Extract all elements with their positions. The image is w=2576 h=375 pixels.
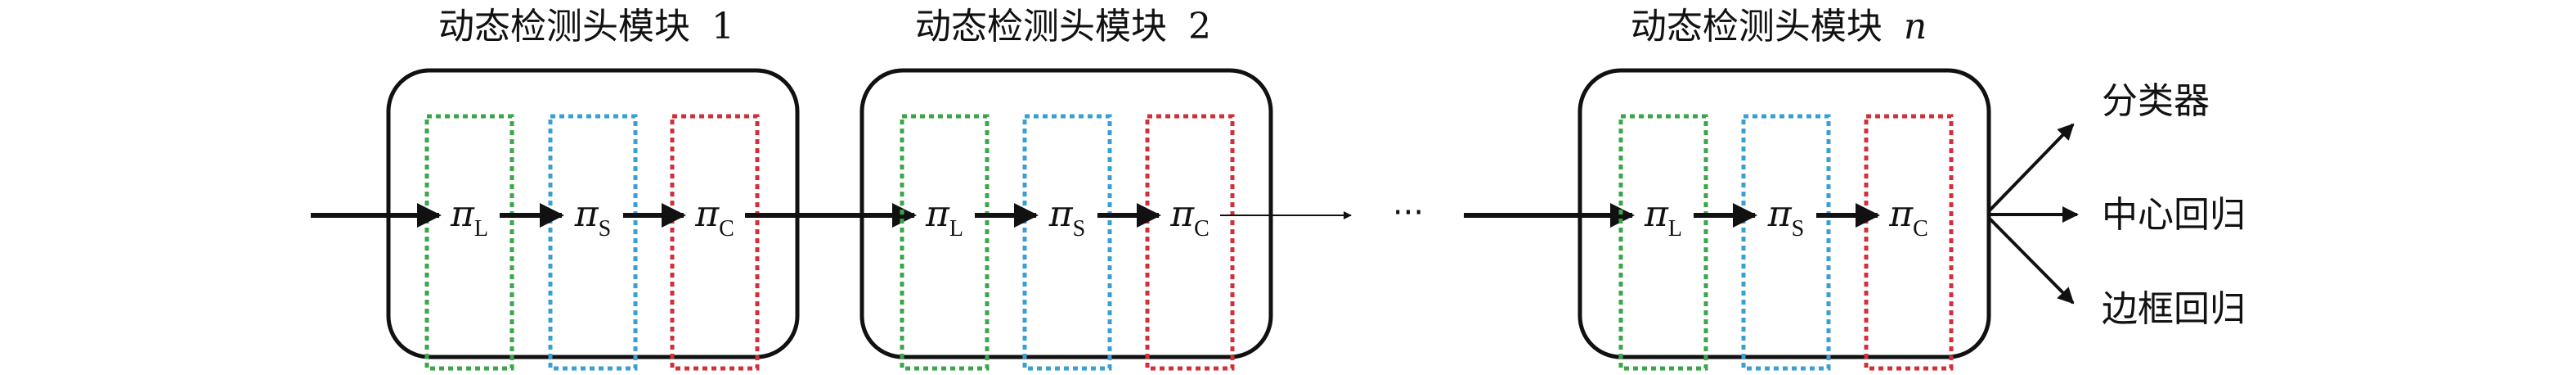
module-n-block-channel — [1864, 114, 1954, 371]
module-2-label-channel: πC — [1169, 193, 1209, 242]
module-n-title-index: n — [1904, 6, 1927, 47]
output-center-regression: 中心回归 — [2102, 194, 2246, 236]
arrow-to-bbox-regression — [1987, 216, 2075, 305]
module-2-title-index: 2 — [1188, 6, 1211, 47]
module-2-title: 动态检测头模块 2 — [915, 6, 1211, 47]
output-classifier: 分类器 — [2102, 80, 2210, 122]
module-n-title-main: 动态检测头模块 — [1631, 6, 1883, 47]
module-n-label-spatial: πS — [1767, 193, 1805, 242]
module-1-block-local — [424, 114, 514, 371]
module-n-block-spatial — [1741, 114, 1831, 371]
module-2-block-spatial — [1022, 114, 1112, 371]
module-n-label-local: πL — [1644, 193, 1682, 242]
module-1-block-channel — [670, 114, 760, 371]
module-1-title-index: 1 — [711, 6, 734, 47]
module-2-label-spatial: πS — [1048, 193, 1086, 242]
module-n-label-channel: πC — [1888, 193, 1928, 242]
module-1-title: 动态检测头模块 1 — [438, 6, 734, 47]
module-2-label-local: πL — [925, 193, 963, 242]
module-2-block-local — [900, 114, 990, 371]
module-n-block-local — [1618, 114, 1708, 371]
module-2-title-main: 动态检测头模块 — [915, 6, 1167, 47]
ellipsis: ··· — [1393, 194, 1424, 232]
module-n-title: 动态检测头模块 n — [1631, 6, 1927, 47]
module-2: 动态检测头模块 2 πL πS πC — [859, 6, 1273, 371]
module-1-label-spatial: πS — [574, 193, 612, 242]
module-2-block-channel — [1145, 114, 1235, 371]
module-1-block-spatial — [548, 114, 638, 371]
module-n: 动态检测头模块 n πL πS πC — [1577, 6, 1991, 371]
output-bbox-regression: 边框回归 — [2102, 288, 2246, 330]
module-1-label-local: πL — [450, 193, 488, 242]
module-1: 动态检测头模块 1 πL πS πC — [386, 6, 800, 371]
module-1-title-main: 动态检测头模块 — [438, 6, 690, 47]
arrow-to-classifier — [1987, 123, 2075, 213]
module-1-label-channel: πC — [694, 193, 734, 242]
module-2-frame — [859, 68, 1273, 359]
